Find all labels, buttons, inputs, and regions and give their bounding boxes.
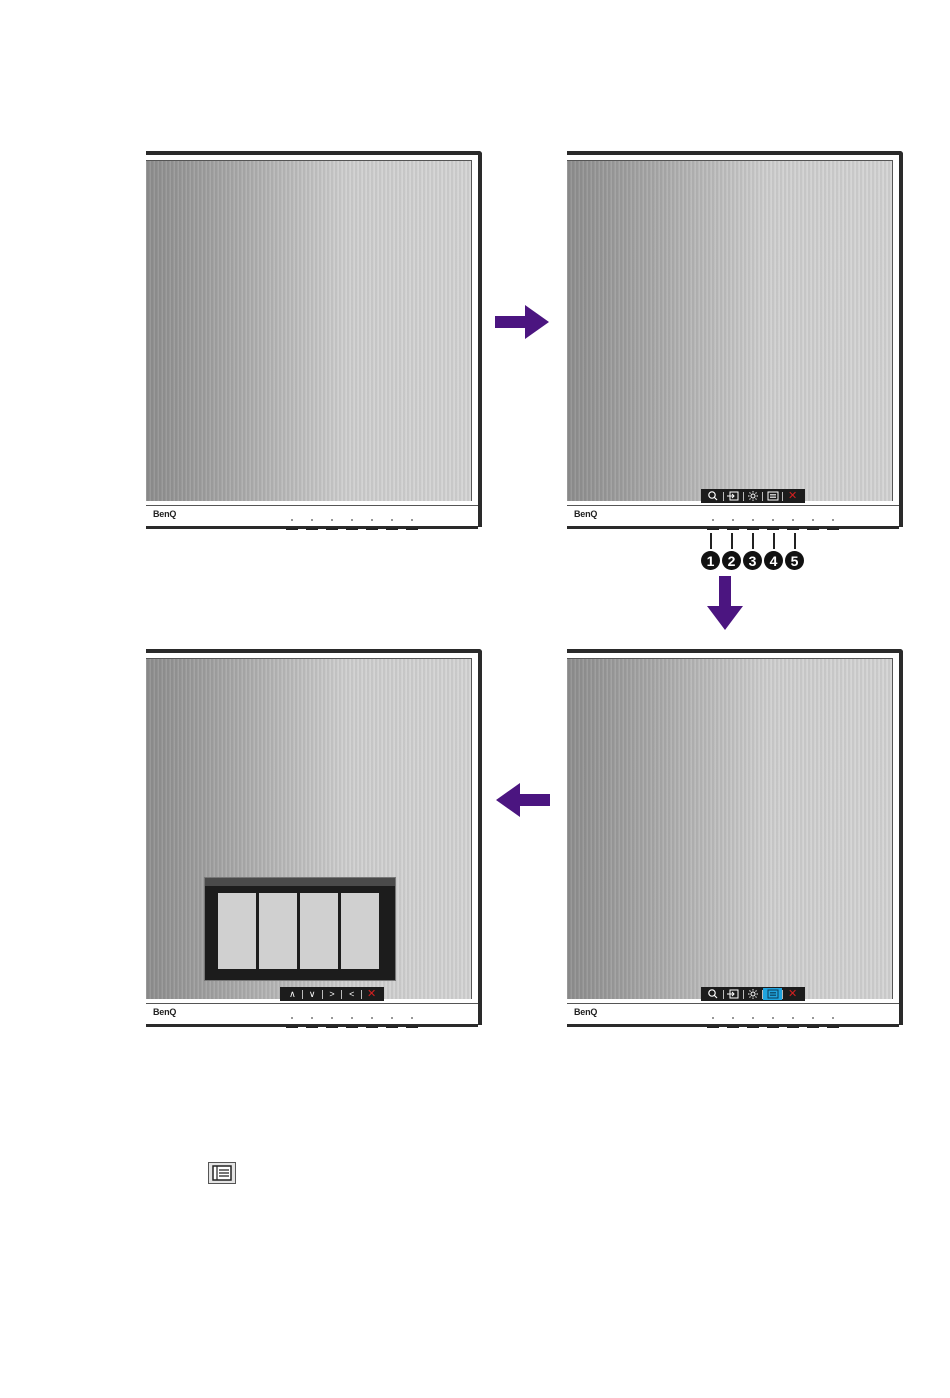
control-keys	[286, 1023, 416, 1031]
brightness-icon[interactable]	[744, 988, 763, 1000]
close-icon[interactable]: ✕	[783, 490, 802, 502]
menu-icon[interactable]	[763, 490, 782, 502]
callout-badge-2: 2	[722, 551, 741, 570]
control-key[interactable]	[767, 1023, 779, 1028]
callout-line	[710, 533, 712, 549]
menu-column	[300, 893, 338, 969]
callout-badge-5: 5	[785, 551, 804, 570]
left-key[interactable]: <	[342, 988, 361, 1000]
color-mode-icon[interactable]	[704, 988, 723, 1000]
monitor-screen	[567, 160, 893, 501]
control-key[interactable]	[727, 1023, 739, 1028]
brightness-icon[interactable]	[744, 490, 763, 502]
callout-badge-1: 1	[701, 551, 720, 570]
control-keys	[707, 1023, 837, 1031]
control-key[interactable]	[386, 1023, 398, 1028]
callout-badge-3: 3	[743, 551, 762, 570]
down-key[interactable]: ∨	[303, 988, 322, 1000]
brand-logo: BenQ	[574, 509, 597, 519]
control-key[interactable]	[727, 525, 739, 530]
control-key[interactable]	[346, 1023, 358, 1028]
control-key[interactable]	[787, 1023, 799, 1028]
color-mode-icon[interactable]	[704, 490, 723, 502]
control-key[interactable]	[326, 1023, 338, 1028]
close-icon[interactable]: ✕	[783, 988, 802, 1000]
menu-column	[259, 893, 297, 969]
right-key[interactable]: >	[323, 988, 342, 1000]
quick-menu-bar: ✕	[701, 987, 805, 1001]
monitor-step-2: ✕ BenQ	[567, 151, 903, 527]
close-icon[interactable]: ✕	[362, 988, 381, 1000]
menu-icon-selected[interactable]	[763, 988, 782, 1000]
brand-logo: BenQ	[574, 1007, 597, 1017]
callout-line	[731, 533, 733, 549]
control-key[interactable]	[386, 525, 398, 530]
quick-menu-bar: ✕	[701, 489, 805, 503]
callout-badge-4: 4	[764, 551, 783, 570]
control-key[interactable]	[747, 1023, 759, 1028]
control-key[interactable]	[306, 1023, 318, 1028]
callout-line	[773, 533, 775, 549]
control-key[interactable]	[707, 525, 719, 530]
brand-logo: BenQ	[153, 1007, 176, 1017]
control-key[interactable]	[286, 525, 298, 530]
control-keys	[707, 525, 837, 533]
control-key[interactable]	[406, 525, 418, 530]
control-key[interactable]	[406, 1023, 418, 1028]
monitor-step-3: ✕ BenQ	[567, 649, 903, 1025]
control-key[interactable]	[286, 1023, 298, 1028]
arrow-right-icon	[495, 305, 549, 339]
control-key[interactable]	[747, 525, 759, 530]
arrow-down-icon	[707, 576, 743, 630]
menu-key-icon	[208, 1162, 236, 1184]
callout-line	[752, 533, 754, 549]
control-key[interactable]	[326, 525, 338, 530]
brand-logo: BenQ	[153, 509, 176, 519]
monitor-screen	[146, 160, 472, 501]
monitor-step-4: ∧ ∨ > < ✕ BenQ	[146, 649, 482, 1025]
menu-title-bar	[205, 878, 395, 886]
menu-column	[341, 893, 379, 969]
control-key[interactable]	[787, 525, 799, 530]
input-icon[interactable]	[724, 490, 743, 502]
arrow-left-icon	[496, 783, 550, 817]
control-key[interactable]	[807, 1023, 819, 1028]
control-key[interactable]	[707, 1023, 719, 1028]
control-key[interactable]	[827, 1023, 839, 1028]
osd-main-menu	[204, 877, 396, 981]
input-icon[interactable]	[724, 988, 743, 1000]
navigation-key-bar: ∧ ∨ > < ✕	[280, 987, 384, 1001]
control-key[interactable]	[366, 525, 378, 530]
control-key[interactable]	[827, 525, 839, 530]
control-key[interactable]	[306, 525, 318, 530]
monitor-screen	[567, 658, 893, 999]
control-keys	[286, 525, 416, 533]
callout-line	[794, 533, 796, 549]
control-key[interactable]	[767, 525, 779, 530]
monitor-step-1: BenQ	[146, 151, 482, 527]
control-key[interactable]	[807, 525, 819, 530]
up-key[interactable]: ∧	[283, 988, 302, 1000]
control-key[interactable]	[366, 1023, 378, 1028]
control-key[interactable]	[346, 525, 358, 530]
menu-column	[218, 893, 256, 969]
